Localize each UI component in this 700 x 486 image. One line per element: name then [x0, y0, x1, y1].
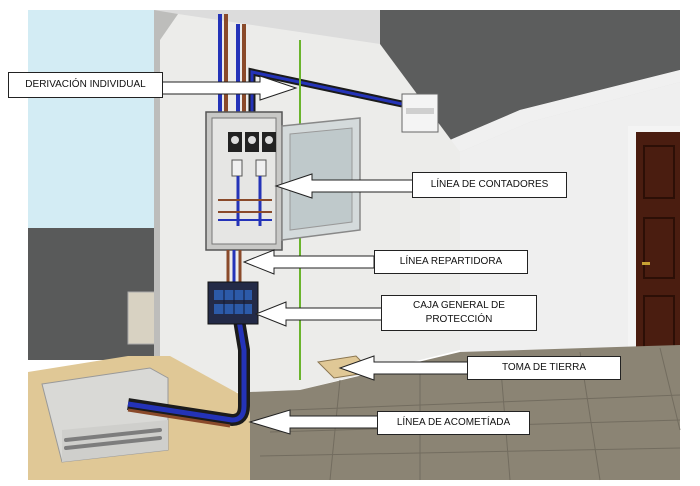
ceiling-edge: [450, 70, 680, 152]
protection-box-icon: [207, 281, 259, 325]
label-linea-acometida: LÍNEA DE ACOMETÍADA: [377, 411, 530, 435]
arrow-icon: [159, 75, 469, 435]
label-caja-line-1: CAJA GENERAL DE: [413, 300, 505, 311]
label-linea-repartidora: LÍNEA REPARTIDORA: [374, 250, 528, 274]
label-caja-line-2: PROTECCIÓN: [425, 314, 493, 325]
label-toma-tierra: TOMA DE TIERRA: [467, 356, 621, 380]
meter-panel-icon: [205, 111, 283, 251]
label-linea-contadores: LÍNEA DE CONTADORES: [412, 172, 567, 198]
stone-block: [127, 291, 159, 345]
wall-side: [154, 10, 178, 392]
label-derivacion-individual: DERIVACIÓN INDIVIDUAL: [8, 72, 163, 98]
ceiling: [380, 10, 680, 140]
label-caja-general-proteccion: CAJA GENERAL DE PROTECCIÓN: [381, 295, 537, 331]
sky-area: [28, 10, 154, 230]
